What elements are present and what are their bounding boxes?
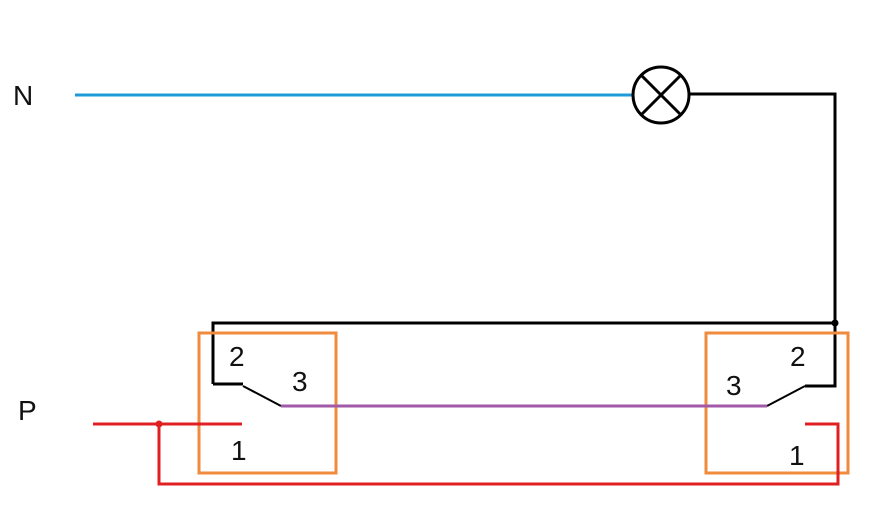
right-terminal-1-label: 1 [789, 440, 805, 471]
right-switch-lever [766, 385, 806, 407]
right-switch-box [704, 331, 850, 475]
junction-dot-top [831, 319, 839, 327]
lamp-icon [631, 65, 691, 125]
phase-loop-wire [157, 422, 840, 486]
left-terminal-2-label: 2 [229, 341, 245, 372]
right-terminal-3-label: 3 [726, 370, 742, 401]
neutral-label: N [13, 80, 33, 111]
left-switch-box [197, 331, 338, 475]
left-switch-lever [242, 385, 282, 407]
left-terminal-1-label: 1 [231, 435, 247, 466]
left-terminal-3-label: 3 [292, 366, 308, 397]
phase-label: P [18, 395, 37, 426]
lamp-return-wire [689, 92, 837, 323]
right-terminal-2-label: 2 [790, 341, 806, 372]
junction-dot-phase [155, 420, 163, 428]
